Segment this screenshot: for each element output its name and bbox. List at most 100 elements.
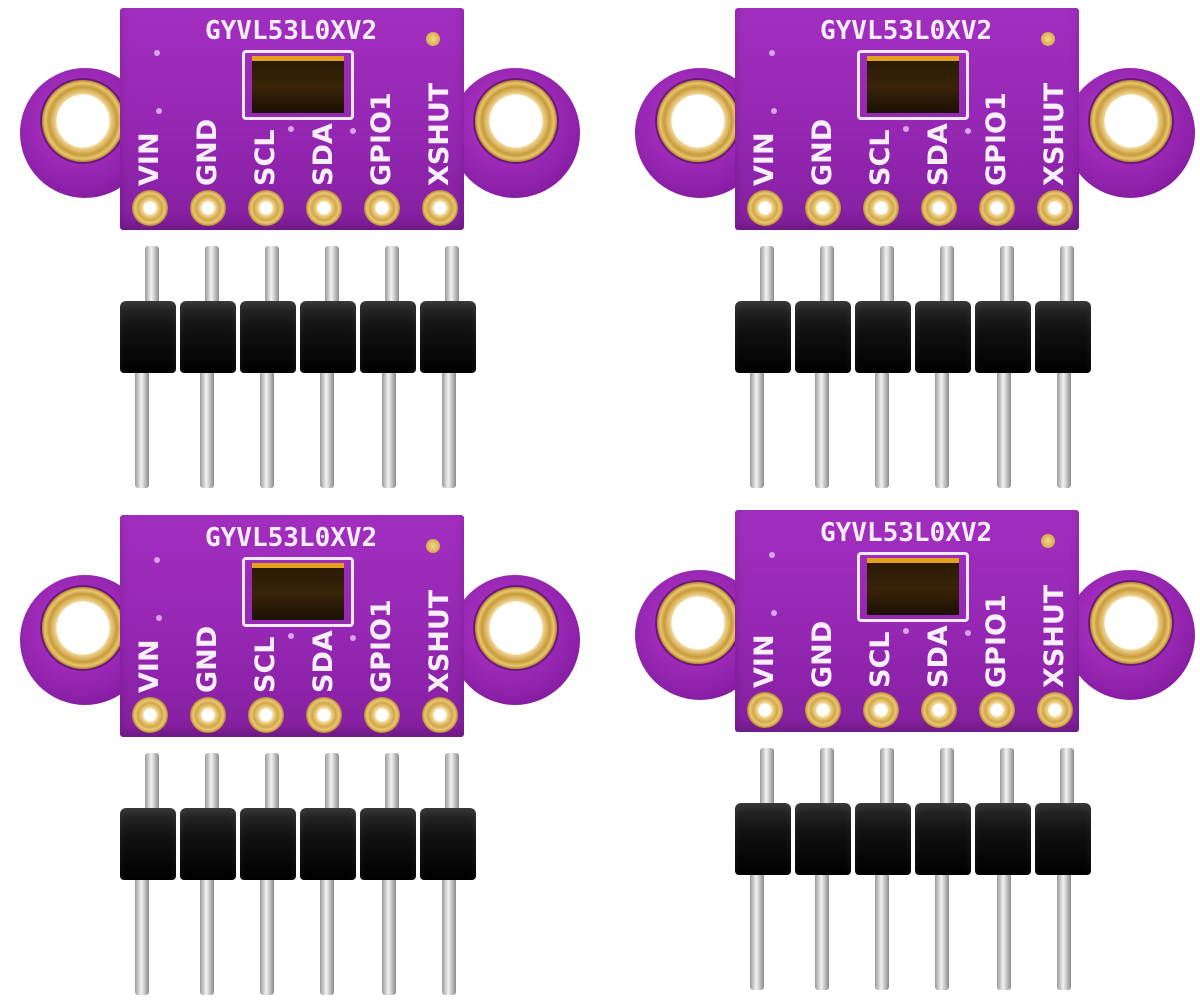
pin-label-vin: VIN: [749, 132, 780, 186]
pin-header: [725, 246, 1105, 496]
via: [154, 50, 160, 56]
header-pin: [1060, 748, 1074, 818]
via: [154, 557, 160, 563]
header-pin: [325, 753, 339, 823]
via: [903, 628, 909, 634]
solder-pad: [306, 697, 342, 733]
solder-pad: [863, 692, 899, 728]
header-pin: [940, 748, 954, 818]
header-block: [795, 803, 851, 875]
model-label: GYVL53L0XV2: [205, 523, 378, 553]
sensor-module-3: GYVL53L0XV2 VIN GND SCL SDA GPIO1 XSHUT: [20, 515, 580, 1005]
fiducial-mark: [1041, 534, 1055, 548]
via: [771, 108, 777, 114]
header-block: [795, 301, 851, 373]
header-block: [1035, 803, 1091, 875]
tof-sensor-chip: [867, 558, 959, 615]
header-pin: [815, 366, 829, 488]
solder-pad: [190, 697, 226, 733]
solder-pad: [422, 697, 458, 733]
pin-label-scl: SCL: [865, 631, 896, 688]
solder-pad: [805, 190, 841, 226]
header-pin: [265, 246, 279, 316]
via: [288, 633, 294, 639]
header-pin: [145, 753, 159, 823]
solder-pad: [863, 190, 899, 226]
pcb-body: GYVL53L0XV2 VIN GND SCL SDA GPIO1 XSHUT: [735, 8, 1079, 230]
header-block: [915, 803, 971, 875]
header-block: [180, 301, 236, 373]
mounting-hole-right: [475, 587, 557, 669]
header-pin: [875, 868, 889, 990]
mounting-hole-right: [1090, 80, 1172, 162]
header-pin: [1000, 748, 1014, 818]
fiducial-mark: [426, 32, 440, 46]
header-pin: [445, 753, 459, 823]
header-pin: [997, 868, 1011, 990]
solder-pad: [747, 190, 783, 226]
pcb-board: GYVL53L0XV2 VIN GND SCL SDA GPIO1 XSHUT: [635, 510, 1195, 740]
solder-pad: [422, 190, 458, 226]
header-pin: [820, 748, 834, 818]
header-block: [915, 301, 971, 373]
pin-label-gpio1: GPIO1: [366, 599, 397, 693]
solder-pad: [132, 697, 168, 733]
solder-pad: [921, 692, 957, 728]
fiducial-mark: [426, 539, 440, 553]
header-pin: [815, 868, 829, 990]
header-pin: [820, 246, 834, 316]
solder-pad: [921, 190, 957, 226]
sensor-module-4: GYVL53L0XV2 VIN GND SCL SDA GPIO1 XSHUT: [635, 510, 1195, 1000]
header-pin: [320, 366, 334, 488]
via: [771, 610, 777, 616]
pin-header: [725, 748, 1105, 998]
pin-label-xshut: XSHUT: [424, 82, 455, 186]
solder-pad: [364, 697, 400, 733]
via: [350, 128, 356, 134]
fiducial-mark: [1041, 32, 1055, 46]
solder-pad: [979, 692, 1015, 728]
header-block: [240, 301, 296, 373]
header-pin: [382, 873, 396, 995]
sensor-outline: [857, 50, 969, 120]
header-block: [300, 301, 356, 373]
header-pin: [260, 873, 274, 995]
header-pin: [875, 366, 889, 488]
pcb-body: GYVL53L0XV2 VIN GND SCL SDA GPIO1 XSHUT: [735, 510, 1079, 732]
header-pin: [382, 366, 396, 488]
header-pin: [750, 366, 764, 488]
header-pin: [135, 366, 149, 488]
header-block: [300, 808, 356, 880]
solder-pad: [747, 692, 783, 728]
header-block: [120, 301, 176, 373]
model-label: GYVL53L0XV2: [205, 16, 378, 46]
pcb-board: GYVL53L0XV2 VIN GND SCL SDA GPIO1 XSHUT: [20, 8, 580, 238]
pin-label-gnd: GND: [192, 118, 223, 186]
pin-label-vin: VIN: [134, 132, 165, 186]
header-block: [240, 808, 296, 880]
sensor-module-1: GYVL53L0XV2 VIN GND SCL SDA GPIO1 XSHUT: [20, 8, 580, 498]
solder-pad: [805, 692, 841, 728]
pin-label-sda: SDA: [308, 123, 339, 186]
header-block: [855, 803, 911, 875]
header-pin: [442, 873, 456, 995]
solder-pad: [190, 190, 226, 226]
header-pin: [442, 366, 456, 488]
header-pin: [205, 753, 219, 823]
via: [965, 630, 971, 636]
pin-label-gnd: GND: [807, 118, 838, 186]
solder-pad: [1037, 190, 1073, 226]
header-pin: [265, 753, 279, 823]
header-block: [360, 808, 416, 880]
pin-header: [110, 246, 490, 496]
header-pin: [1057, 366, 1071, 488]
pcb-body: GYVL53L0XV2 VIN GND SCL SDA GPIO1 XSHUT: [120, 515, 464, 737]
pcb-body: GYVL53L0XV2 VIN GND SCL SDA GPIO1 XSHUT: [120, 8, 464, 230]
header-pin: [760, 748, 774, 818]
pin-label-gpio1: GPIO1: [366, 92, 397, 186]
header-pin: [880, 246, 894, 316]
pcb-board: GYVL53L0XV2 VIN GND SCL SDA GPIO1 XSHUT: [20, 515, 580, 745]
solder-pad: [132, 190, 168, 226]
pin-label-gpio1: GPIO1: [981, 594, 1012, 688]
